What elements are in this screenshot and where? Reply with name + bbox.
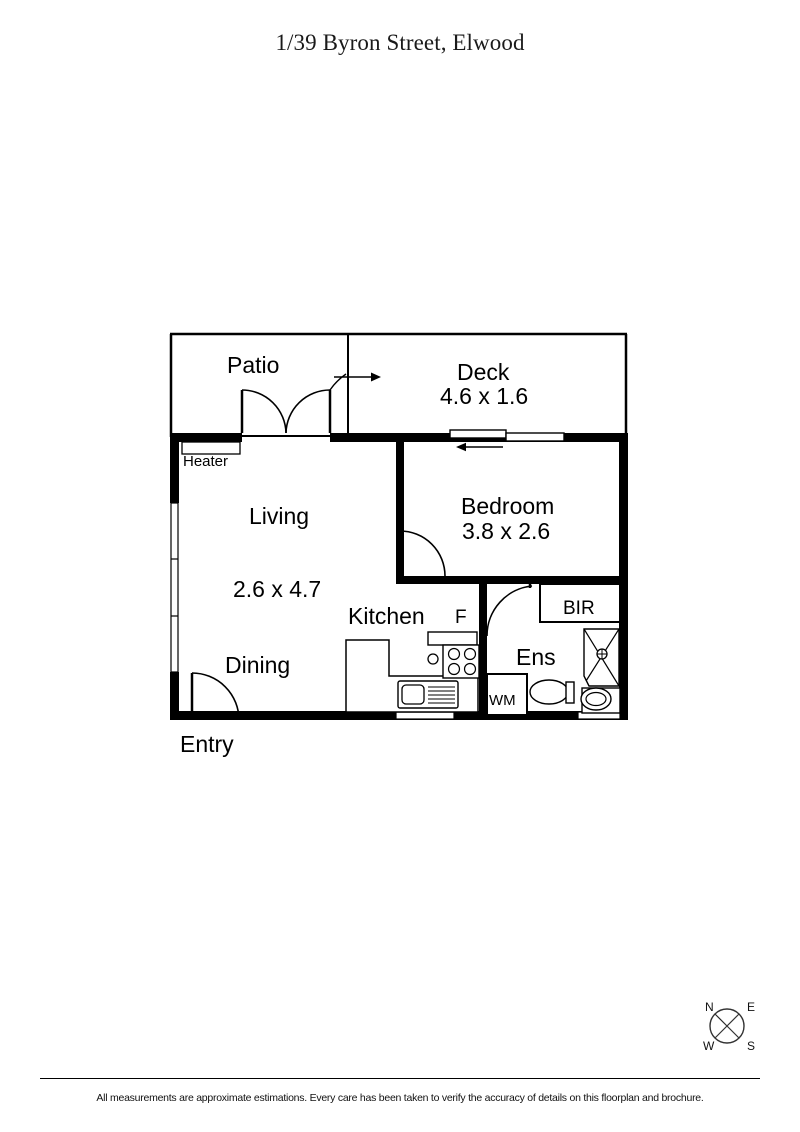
footer-divider — [40, 1078, 760, 1079]
room-label-kitchen: Kitchen — [348, 603, 425, 629]
bir-label: BIR — [563, 598, 595, 619]
heater-unit — [181, 441, 241, 455]
shower — [583, 628, 620, 687]
compass-east-label: E — [747, 1000, 755, 1014]
internal-walls — [396, 437, 628, 715]
cooktop — [427, 644, 480, 679]
room-label-patio: Patio — [227, 352, 279, 378]
room-dims-bedroom: 3.8 x 2.6 — [462, 518, 550, 544]
fridge-space — [427, 631, 478, 646]
built-in-robe — [539, 583, 621, 623]
page-title: 1/39 Byron Street, Elwood — [275, 30, 525, 55]
patio-double-door — [240, 372, 381, 434]
room-label-deck: Deck — [457, 359, 510, 385]
room-label-dining: Dining — [225, 652, 290, 678]
kitchen-sink — [397, 680, 459, 709]
toilet — [529, 679, 575, 705]
compass-rose: N E W S — [703, 1000, 755, 1053]
room-label-ensuite: Ens — [516, 644, 556, 670]
room-label-bedroom: Bedroom — [461, 493, 554, 519]
room-dims-living: 2.6 x 4.7 — [233, 576, 321, 602]
deck-sliding-door — [449, 429, 565, 452]
entry-door — [190, 672, 240, 721]
heater-label: Heater — [183, 453, 228, 470]
room-label-living: Living — [249, 503, 309, 529]
bedroom-door — [398, 530, 446, 577]
compass-west-label: W — [703, 1039, 715, 1053]
living-window — [170, 502, 179, 673]
wm-label: WM — [489, 692, 516, 709]
fridge-label: F — [455, 607, 467, 628]
room-dims-deck: 4.6 x 1.6 — [440, 383, 528, 409]
vanity-basin — [580, 687, 621, 714]
compass-north-label: N — [705, 1000, 714, 1014]
washing-machine — [486, 673, 528, 716]
footer-disclaimer: All measurements are approximate estimat… — [96, 1092, 704, 1104]
ensuite-door — [486, 580, 533, 637]
kitchen-window — [395, 711, 455, 720]
compass-south-label: S — [747, 1039, 755, 1053]
entry-label: Entry — [180, 731, 234, 757]
outdoor-outline — [169, 332, 628, 437]
